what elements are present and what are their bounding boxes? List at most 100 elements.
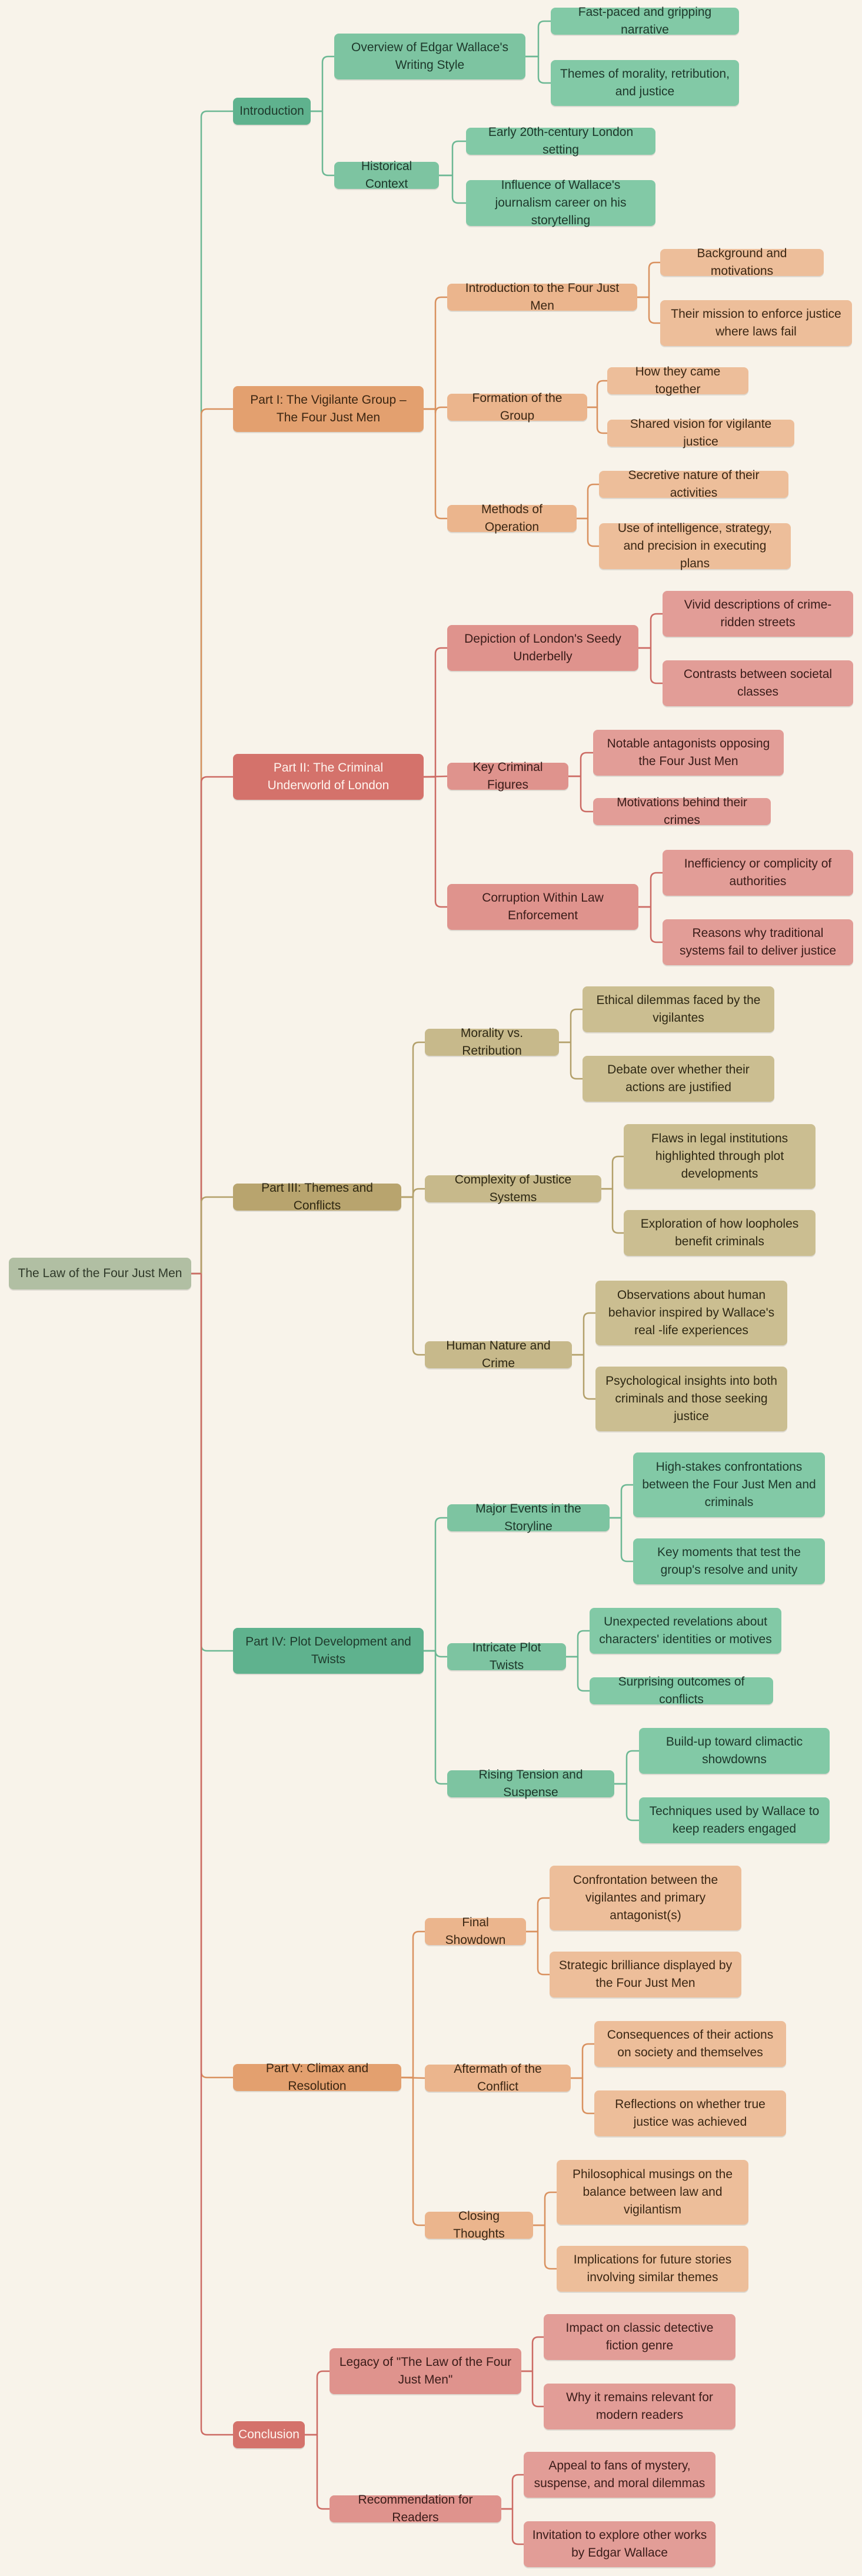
topic-aftermath-of-the-conflict[interactable]: Aftermath of the Conflict	[425, 2062, 571, 2093]
section-part-iii-themes-and-conflicts[interactable]: Part III: Themes and Conflicts	[233, 1181, 401, 1212]
detail-implications-for-future-stories-involvin[interactable]: Implications for future stories involvin…	[557, 2246, 748, 2292]
topic-intricate-plot-twists[interactable]: Intricate Plot Twists	[447, 1641, 566, 1672]
connector-detail-contrasts-between-societal-classes	[638, 647, 663, 684]
detail-flaws-in-legal-institutions-highlighted--label: Flaws in legal institutions highlighted …	[651, 1132, 788, 1181]
connector-detail-how-they-came-together	[587, 380, 607, 408]
detail-fast-paced-and-gripping-narrative[interactable]: Fast-paced and gripping narrative	[551, 5, 739, 36]
connector-detail-consequences-of-their-actions-on-society	[571, 2043, 594, 2079]
detail-techniques-used-by-wallace-to-keep-reade-label: Techniques used by Wallace to keep reade…	[649, 1804, 820, 1836]
detail-key-moments-that-test-the-group-s-resolv[interactable]: Key moments that test the group's resolv…	[633, 1538, 825, 1584]
detail-background-and-motivations[interactable]: Background and motivations	[660, 247, 824, 278]
topic-legacy-of-the-law-of-the-four-just-men[interactable]: Legacy of "The Law of the Four Just Men"	[330, 2348, 521, 2394]
detail-implications-for-future-stories-involvin-label: Implications for future stories involvin…	[573, 2253, 732, 2284]
detail-psychological-insights-into-both-crimina[interactable]: Psychological insights into both crimina…	[595, 1367, 787, 1431]
connector-root-section-conclusion	[191, 1272, 233, 2436]
detail-high-stakes-confrontations-between-the-f[interactable]: High-stakes confrontations between the F…	[633, 1452, 825, 1517]
topic-methods-of-operation[interactable]: Methods of Operation	[447, 503, 577, 534]
topic-historical-context-label: Historical Context	[361, 159, 412, 191]
topic-historical-context[interactable]: Historical Context	[334, 159, 439, 191]
connector-detail-early-20th-century-london-setting	[439, 140, 466, 177]
topic-key-criminal-figures[interactable]: Key Criminal Figures	[447, 760, 568, 792]
section-part-iii-themes-and-conflicts-label: Part III: Themes and Conflicts	[261, 1181, 373, 1212]
connector-detail-impact-on-classic-detective-fiction-genr	[521, 2336, 544, 2372]
detail-surprising-outcomes-of-conflicts[interactable]: Surprising outcomes of conflicts	[590, 1675, 773, 1706]
detail-influence-of-wallace-s-journalism-career[interactable]: Influence of Wallace's journalism career…	[466, 178, 655, 227]
topic-final-showdown-label: Final Showdown	[445, 1916, 506, 1947]
detail-themes-of-morality-retribution-and-justi-label: Themes of morality, retribution, and jus…	[560, 67, 730, 98]
detail-philosophical-musings-on-the-balance-bet[interactable]: Philosophical musings on the balance bet…	[557, 2160, 748, 2225]
connector-detail-themes-of-morality-retribution-and-justi	[525, 55, 551, 84]
detail-background-and-motivations-label: Background and motivations	[697, 247, 787, 278]
topic-complexity-of-justice-systems-label: Complexity of Justice Systems	[454, 1173, 572, 1204]
detail-inefficiency-or-complicity-of-authoritie[interactable]: Inefficiency or complicity of authoritie…	[663, 850, 853, 896]
topic-morality-vs-retribution[interactable]: Morality vs. Retribution	[425, 1026, 559, 1058]
connector-detail-their-mission-to-enforce-justice-where-l	[637, 296, 660, 324]
topic-depiction-of-london-s-seedy-underbelly[interactable]: Depiction of London's Seedy Underbelly	[447, 625, 638, 671]
detail-strategic-brilliance-displayed-by-the-fo[interactable]: Strategic brilliance displayed by the Fo…	[550, 1952, 741, 1997]
connector-detail-philosophical-musings-on-the-balance-bet	[533, 2191, 557, 2226]
detail-exploration-of-how-loopholes-benefit-cri[interactable]: Exploration of how loopholes benefit cri…	[624, 1210, 816, 1256]
section-conclusion[interactable]: Conclusion	[233, 2421, 305, 2448]
detail-build-up-toward-climactic-showdowns[interactable]: Build-up toward climactic showdowns	[639, 1728, 830, 1774]
section-part-ii-the-criminal-underworld-of-londo[interactable]: Part II: The Criminal Underworld of Lond…	[233, 754, 424, 800]
detail-secretive-nature-of-their-activities[interactable]: Secretive nature of their activities	[599, 468, 788, 500]
topic-formation-of-the-group[interactable]: Formation of the Group	[447, 391, 587, 423]
topic-overview-of-edgar-wallace-s-writing-styl[interactable]: Overview of Edgar Wallace's Writing Styl…	[334, 34, 525, 79]
detail-notable-antagonists-opposing-the-four-ju[interactable]: Notable antagonists opposing the Four Ju…	[593, 730, 784, 776]
detail-reflections-on-whether-true-justice-was-[interactable]: Reflections on whether true justice was …	[594, 2090, 786, 2136]
topic-closing-thoughts[interactable]: Closing Thoughts	[425, 2209, 533, 2241]
detail-ethical-dilemmas-faced-by-the-vigilantes[interactable]: Ethical dilemmas faced by the vigilantes	[583, 986, 774, 1032]
section-part-ii-the-criminal-underworld-of-londo-label: Part II: The Criminal Underworld of Lond…	[267, 761, 390, 792]
detail-techniques-used-by-wallace-to-keep-reade[interactable]: Techniques used by Wallace to keep reade…	[639, 1797, 830, 1843]
connector-topic-final-showdown	[401, 1930, 425, 2079]
connector-root-section-part-iii-themes-and-conflicts	[191, 1196, 233, 1275]
detail-contrasts-between-societal-classes[interactable]: Contrasts between societal classes	[663, 660, 853, 706]
topic-complexity-of-justice-systems[interactable]: Complexity of Justice Systems	[425, 1173, 601, 1204]
topic-final-showdown[interactable]: Final Showdown	[425, 1916, 526, 1947]
connector-detail-debate-over-whether-their-actions-are-ju	[559, 1041, 583, 1080]
detail-shared-vision-for-vigilante-justice-label: Shared vision for vigilante justice	[630, 417, 772, 448]
topic-methods-of-operation-label: Methods of Operation	[481, 503, 543, 534]
detail-motivations-behind-their-crimes[interactable]: Motivations behind their crimes	[593, 796, 771, 827]
detail-themes-of-morality-retribution-and-justi[interactable]: Themes of morality, retribution, and jus…	[551, 60, 739, 106]
detail-why-it-remains-relevant-for-modern-reade[interactable]: Why it remains relevant for modern reade…	[544, 2384, 735, 2429]
topic-corruption-within-law-enforcement[interactable]: Corruption Within Law Enforcement	[447, 884, 638, 930]
detail-invitation-to-explore-other-works-by-edg-label: Invitation to explore other works by Edg…	[532, 2528, 707, 2560]
detail-reasons-why-traditional-systems-fail-to-[interactable]: Reasons why traditional systems fail to …	[663, 919, 853, 965]
detail-flaws-in-legal-institutions-highlighted-[interactable]: Flaws in legal institutions highlighted …	[624, 1124, 816, 1189]
detail-early-20th-century-london-setting-label: Early 20th-century London setting	[488, 125, 634, 157]
topic-major-events-in-the-storyline[interactable]: Major Events in the Storyline	[447, 1502, 610, 1533]
detail-use-of-intelligence-strategy-and-precisi[interactable]: Use of intelligence, strategy, and preci…	[599, 521, 791, 570]
detail-how-they-came-together[interactable]: How they came together	[607, 365, 748, 396]
topic-overview-of-edgar-wallace-s-writing-styl-label: Overview of Edgar Wallace's Writing Styl…	[351, 41, 508, 72]
topic-introduction-to-the-four-just-men[interactable]: Introduction to the Four Just Men	[447, 281, 637, 313]
detail-impact-on-classic-detective-fiction-genr[interactable]: Impact on classic detective fiction genr…	[544, 2314, 735, 2360]
section-part-iv-plot-development-and-twists[interactable]: Part IV: Plot Development and Twists	[233, 1628, 424, 1674]
topic-rising-tension-and-suspense[interactable]: Rising Tension and Suspense	[447, 1768, 614, 1799]
topic-human-nature-and-crime[interactable]: Human Nature and Crime	[425, 1339, 572, 1370]
detail-debate-over-whether-their-actions-are-ju[interactable]: Debate over whether their actions are ju…	[583, 1056, 774, 1102]
topic-aftermath-of-the-conflict-label: Aftermath of the Conflict	[454, 2062, 542, 2093]
detail-confrontation-between-the-vigilantes-and[interactable]: Confrontation between the vigilantes and…	[550, 1866, 741, 1930]
topic-major-events-in-the-storyline-label: Major Events in the Storyline	[475, 1502, 581, 1533]
section-part-v-climax-and-resolution[interactable]: Part V: Climax and Resolution	[233, 2062, 401, 2093]
connector-detail-observations-about-human-behavior-inspir	[572, 1312, 595, 1356]
root-node[interactable]: The Law of the Four Just Men	[9, 1258, 191, 1289]
connector-detail-reasons-why-traditional-systems-fail-to-	[638, 906, 663, 943]
detail-observations-about-human-behavior-inspir[interactable]: Observations about human behavior inspir…	[595, 1281, 787, 1345]
detail-appeal-to-fans-of-mystery-suspense-and-m[interactable]: Appeal to fans of mystery, suspense, and…	[524, 2452, 715, 2498]
topic-recommendation-for-readers[interactable]: Recommendation for Readers	[330, 2493, 501, 2524]
detail-early-20th-century-london-setting[interactable]: Early 20th-century London setting	[466, 125, 655, 157]
detail-consequences-of-their-actions-on-society[interactable]: Consequences of their actions on society…	[594, 2021, 786, 2067]
detail-invitation-to-explore-other-works-by-edg[interactable]: Invitation to explore other works by Edg…	[524, 2521, 715, 2567]
detail-vivid-descriptions-of-crime-ridden-stree[interactable]: Vivid descriptions of crime-ridden stree…	[663, 591, 853, 637]
section-part-v-climax-and-resolution-label: Part V: Climax and Resolution	[265, 2062, 369, 2093]
detail-unexpected-revelations-about-characters-[interactable]: Unexpected revelations about characters'…	[590, 1608, 781, 1654]
detail-how-they-came-together-label: How they came together	[635, 365, 721, 396]
detail-observations-about-human-behavior-inspir-label: Observations about human behavior inspir…	[608, 1288, 775, 1337]
detail-shared-vision-for-vigilante-justice[interactable]: Shared vision for vigilante justice	[607, 417, 794, 448]
section-introduction[interactable]: Introduction	[233, 98, 311, 125]
detail-their-mission-to-enforce-justice-where-l[interactable]: Their mission to enforce justice where l…	[660, 300, 852, 346]
section-part-i-the-vigilante-group-the-four-just[interactable]: Part I: The Vigilante Group – The Four J…	[233, 386, 424, 432]
connector-detail-build-up-toward-climactic-showdowns	[614, 1750, 639, 1785]
